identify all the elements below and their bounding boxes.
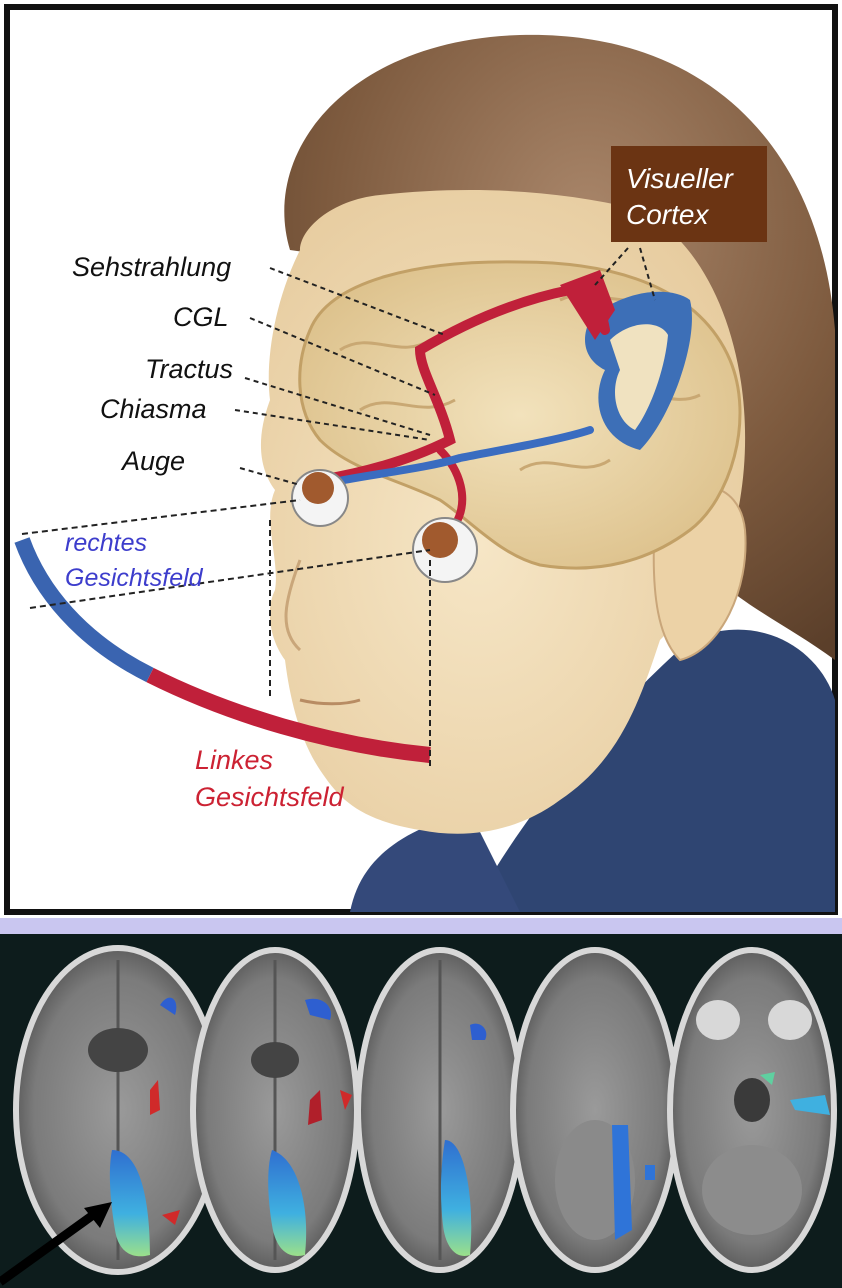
mri-slice-3 xyxy=(358,950,522,1270)
visual-cortex-label-line2: Cortex xyxy=(626,199,709,230)
divider-band xyxy=(0,918,842,934)
optic-radiation-label: Sehstrahlung xyxy=(72,252,231,282)
chiasm-label: Chiasma xyxy=(100,394,207,424)
lgn-label: CGL xyxy=(173,302,229,332)
right-field-label-line2: Gesichtsfeld xyxy=(65,564,204,592)
tract-label: Tractus xyxy=(145,354,233,384)
mri-slice-5 xyxy=(670,950,834,1270)
mri-slice-2 xyxy=(193,950,357,1270)
left-field-label-line2: Gesichtsfeld xyxy=(195,782,345,812)
eye-right xyxy=(292,470,348,526)
mri-slice-1 xyxy=(16,948,220,1272)
right-field-label-line1: rechtes xyxy=(65,529,147,557)
eye-label: Auge xyxy=(120,446,185,476)
mri-scan-panel xyxy=(0,934,842,1288)
left-field-label-line1: Linkes xyxy=(195,745,273,775)
head-illustration-panel: Visueller Cortex Sehstrahlung CGL Tractu… xyxy=(7,7,835,912)
mri-slice-4 xyxy=(513,950,677,1270)
eye-left xyxy=(413,518,477,582)
visual-cortex-label-line1: Visueller xyxy=(626,163,735,194)
